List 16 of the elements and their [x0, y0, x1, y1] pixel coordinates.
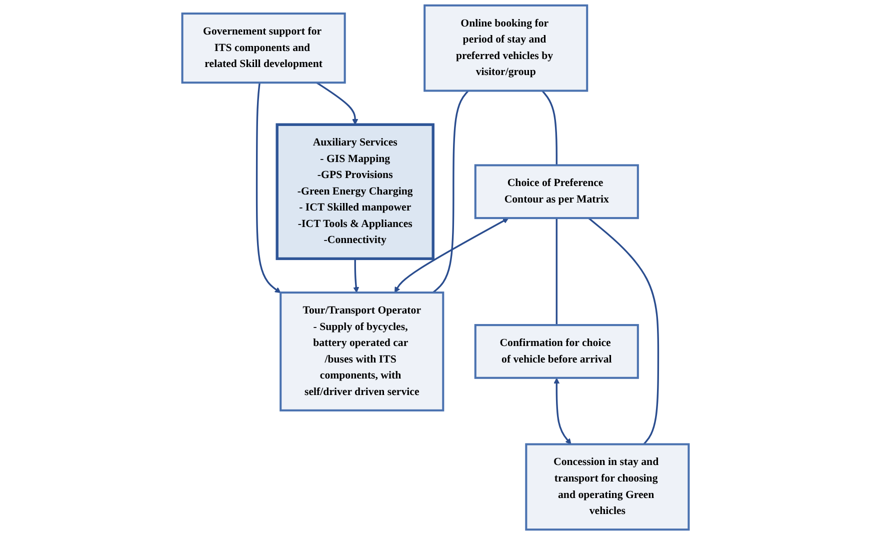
node-box: Confirmation for choice of vehicle before arrival	[474, 324, 639, 379]
arrow	[554, 378, 572, 445]
node-box: Concession in stay and transport for choosing and operating Green vehicles	[525, 443, 690, 531]
connector	[556, 218, 558, 326]
connector	[432, 90, 469, 294]
arrow	[394, 218, 509, 293]
arrow	[256, 82, 281, 294]
node-box: Auxiliary Services - GIS Mapping -GPS Provisions -Green Energy Charging - ICT Skilled manpower -ICT Tools & Appliances -Connectivity	[276, 123, 434, 260]
arrow	[316, 82, 358, 125]
node-box: Governement support for ITS components and related Skill development	[181, 12, 346, 84]
connector	[542, 90, 558, 166]
connector	[588, 217, 660, 445]
node-box: Online booking for period of stay and preferred vehicles by visitor/group	[424, 4, 588, 92]
arrow	[353, 258, 360, 293]
node-box: Tour/Transport Operator - Supply of bycycles, battery operated car /buses with ITS components, with self/driver driven service	[280, 292, 444, 412]
node-box: Choice of Preference Contour as per Matrix	[474, 164, 639, 220]
